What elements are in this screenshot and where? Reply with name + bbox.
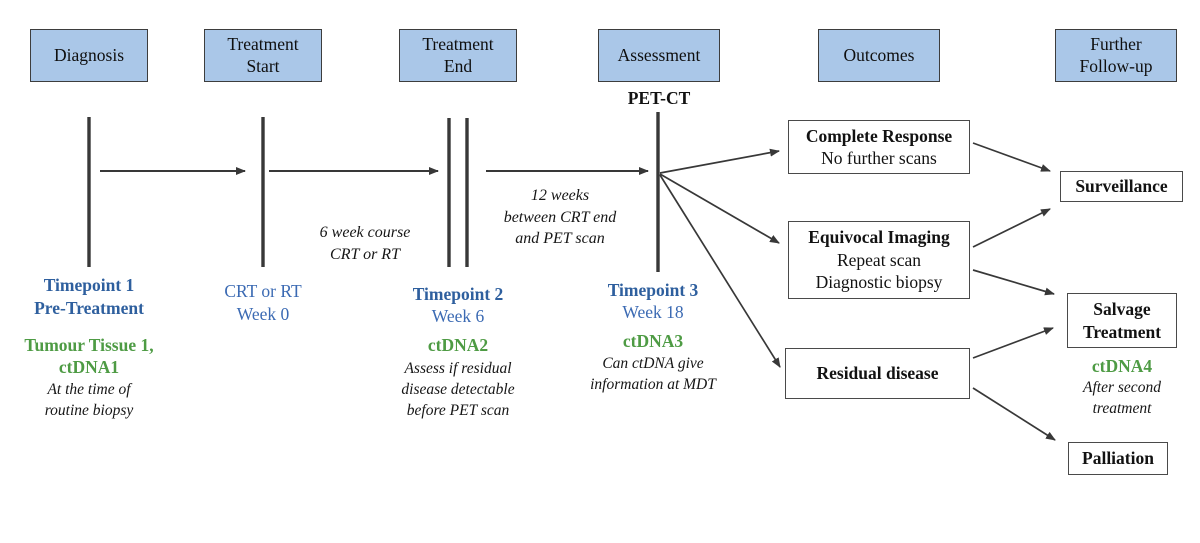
arrow-complete-to-surveillance <box>972 142 1051 172</box>
timepoint3-title: Timepoint 3 <box>607 280 699 300</box>
stage-box-further-followup: Further Follow-up <box>1055 29 1177 82</box>
stage-box-treatment-end: Treatment End <box>399 29 517 82</box>
followup-box-salvage-treatment: Salvage Treatment <box>1067 293 1177 348</box>
timepoint1-title: Timepoint 1 Pre-Treatment <box>34 275 144 318</box>
ctdna4-label: ctDNA4 <box>1091 356 1153 376</box>
stage-box-treatment-start: Treatment Start <box>204 29 322 82</box>
ctdna4-note: After second treatment <box>1083 379 1161 417</box>
stage-box-outcomes: Outcomes <box>818 29 940 82</box>
arrow-residual-to-salvage <box>972 327 1054 359</box>
pet-ct-label: PET-CT <box>627 88 691 108</box>
timepoint2-note: Assess if residual disease detectable be… <box>401 360 515 419</box>
arrow-equivocal-to-salvage <box>972 269 1055 296</box>
followup-box-palliation: Palliation <box>1068 442 1168 475</box>
timepoint3-sample: ctDNA3 <box>622 331 684 351</box>
outcome-box-complete-response: Complete Response No further scans <box>788 120 970 174</box>
outcome-title: Residual disease <box>816 363 939 384</box>
arrow-to-equivocal-imaging <box>659 173 780 244</box>
arrow-equivocal-to-surveillance <box>972 208 1051 248</box>
outcome-box-residual-disease: Residual disease <box>785 348 970 399</box>
followup-box-surveillance: Surveillance <box>1060 171 1183 202</box>
timepoint1-sample: Tumour Tissue 1, ctDNA1 <box>24 335 154 377</box>
outcome-box-equivocal-imaging: Equivocal Imaging Repeat scan Diagnostic… <box>788 221 970 299</box>
crt-week0-label: CRT or RT Week 0 <box>224 281 302 324</box>
timepoint2-sample: ctDNA2 <box>427 335 489 355</box>
timepoint3-note: Can ctDNA give information at MDT <box>590 355 716 393</box>
interval-note-12-weeks: 12 weeks between CRT end and PET scan <box>503 187 617 247</box>
followup-title: Salvage Treatment <box>1082 299 1162 342</box>
followup-title: Palliation <box>1082 448 1154 469</box>
timepoint2-title: Timepoint 2 <box>412 284 504 304</box>
timepoint3-week: Week 18 <box>622 302 684 322</box>
timepoint2-week: Week 6 <box>431 306 485 326</box>
arrow-to-complete-response <box>659 148 780 174</box>
outcome-detail: No further scans <box>821 148 937 168</box>
outcome-title: Equivocal Imaging <box>808 227 950 248</box>
stage-box-assessment: Assessment <box>598 29 720 82</box>
stage-box-diagnosis: Diagnosis <box>30 29 148 82</box>
followup-title: Surveillance <box>1075 176 1168 197</box>
interval-note-6-weeks: 6 week course CRT or RT <box>319 224 411 263</box>
timepoint1-note: At the time of routine biopsy <box>44 381 134 419</box>
outcome-title: Complete Response <box>805 125 953 146</box>
outcome-detail: Repeat scan Diagnostic biopsy <box>815 249 943 293</box>
